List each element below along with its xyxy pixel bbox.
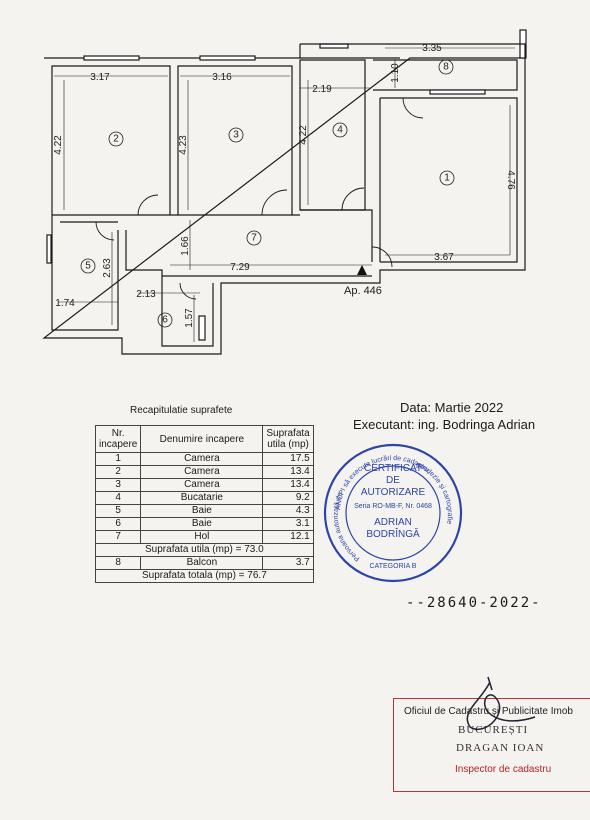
registration-number: --28640-2022- xyxy=(406,595,542,611)
dimension-label: 3.16 xyxy=(212,72,232,83)
dimension-label: 2.19 xyxy=(312,84,332,95)
seal-line: BODRÎNGĂ xyxy=(366,527,420,540)
outer-wall xyxy=(42,57,526,355)
dimension-label: 1.10 xyxy=(390,63,401,83)
date-label: Data: Martie 2022 xyxy=(400,400,504,415)
room-number: 6 xyxy=(162,315,168,326)
dimension-label: 7.29 xyxy=(230,262,250,273)
cell-name: Baie xyxy=(140,504,264,518)
room-marker xyxy=(332,122,348,138)
cell-name: Camera xyxy=(140,452,264,466)
room-number: 2 xyxy=(113,134,119,145)
seal-category: CATEGORIA B xyxy=(370,563,417,570)
room-marker xyxy=(80,258,96,274)
cell-nr: 8 xyxy=(94,556,142,570)
cell-nr: 4 xyxy=(94,491,142,505)
recap-table: Nr. incapere Denumire incapere Suprafata… xyxy=(94,425,314,583)
room-number: 7 xyxy=(251,233,257,244)
room-number: 5 xyxy=(85,261,91,272)
dimension-label: 4.22 xyxy=(53,135,64,155)
authorization-seal: ANCPI să execute lucrări de cadastru, ge… xyxy=(323,443,463,583)
room-marker xyxy=(438,59,454,75)
cell-name: Bucatarie xyxy=(140,491,264,505)
cell-nr: 3 xyxy=(94,478,142,492)
room-marker xyxy=(108,131,124,147)
table-row: Suprafata utila (mp) = 73.0 xyxy=(95,543,314,557)
cadastre-stamp xyxy=(393,698,590,792)
cell-area: 3.1 xyxy=(262,517,314,531)
subtotal-row: Suprafata utila (mp) = 73.0 xyxy=(95,543,314,557)
room-number: 3 xyxy=(233,130,239,141)
executant-label: Executant: ing. Bodringa Adrian xyxy=(353,417,536,432)
cell-area: 3.7 xyxy=(262,556,314,570)
cell-name: Camera xyxy=(140,465,264,479)
cell-name: Balcon xyxy=(140,556,264,570)
header-nr: Nr. incapere xyxy=(94,425,142,453)
cell-nr: 2 xyxy=(94,465,142,479)
cell-name: Baie xyxy=(140,517,264,531)
dimension-label: 4.23 xyxy=(178,135,189,155)
dimension-label: 1.57 xyxy=(184,308,195,328)
dimension-label: 2.63 xyxy=(102,258,113,278)
cell-name: Hol xyxy=(140,530,264,544)
cell-area: 17.5 xyxy=(262,452,314,466)
apartment-label: Ap. 446 xyxy=(344,285,382,297)
room-number: 1 xyxy=(444,173,450,184)
floor-plan: 3.17 3.16 3.35 1.10 2.19 4.22 4.23 4.22 4.76 1.66… xyxy=(42,29,527,355)
cell-area: 4.3 xyxy=(262,504,314,518)
room-number: 4 xyxy=(337,125,343,136)
seal-line: Seria RO-MB-F, Nr. 0468 xyxy=(354,503,432,510)
seal-line: DE xyxy=(386,475,400,486)
dimension-label: 3.35 xyxy=(422,43,442,54)
room-marker xyxy=(228,127,244,143)
recap-title: Recapitulatie suprafete xyxy=(130,405,233,416)
seal-line: AUTORIZARE xyxy=(361,487,426,498)
seal-line: ADRIAN xyxy=(374,517,412,528)
room-number: 8 xyxy=(443,62,449,73)
total-row: Suprafata totala (mp) = 76.7 xyxy=(95,569,314,583)
cell-nr: 1 xyxy=(94,452,142,466)
cell-area: 9.2 xyxy=(262,491,314,505)
cell-area: 12.1 xyxy=(262,530,314,544)
seal-line: CERTIFICAT xyxy=(364,463,422,474)
cell-area: 13.4 xyxy=(262,478,314,492)
cell-nr: 5 xyxy=(94,504,142,518)
stamp-inspector-name: DRAGAN IOAN xyxy=(456,742,545,754)
cell-nr: 6 xyxy=(94,517,142,531)
dimension-label: 2.13 xyxy=(136,289,156,300)
entrance-marker-icon xyxy=(357,265,367,275)
inner-wall-line xyxy=(51,65,171,216)
dimension-label: 4.22 xyxy=(298,125,309,145)
stamp-inspector-title: Inspector de cadastru xyxy=(455,764,552,775)
cell-name: Camera xyxy=(140,478,264,492)
header-area: Suprafata utila (mp) xyxy=(262,425,314,453)
stamp-city: BUCUREȘTI xyxy=(458,724,529,736)
cell-nr: 7 xyxy=(94,530,142,544)
room-marker xyxy=(157,312,173,328)
dimension-label: 4.76 xyxy=(505,170,516,190)
dimension-label: 1.74 xyxy=(55,298,75,309)
dimension-label: 1.66 xyxy=(180,236,191,256)
room-marker xyxy=(246,230,262,246)
room-marker xyxy=(439,170,455,186)
cell-area: 13.4 xyxy=(262,465,314,479)
inspector-signature xyxy=(466,676,536,730)
header-name: Denumire incapere xyxy=(140,425,264,453)
dimension-label: 3.67 xyxy=(434,252,454,263)
table-row: Suprafata totala (mp) = 76.7 xyxy=(95,569,314,583)
dimension-label: 3.17 xyxy=(90,72,110,83)
